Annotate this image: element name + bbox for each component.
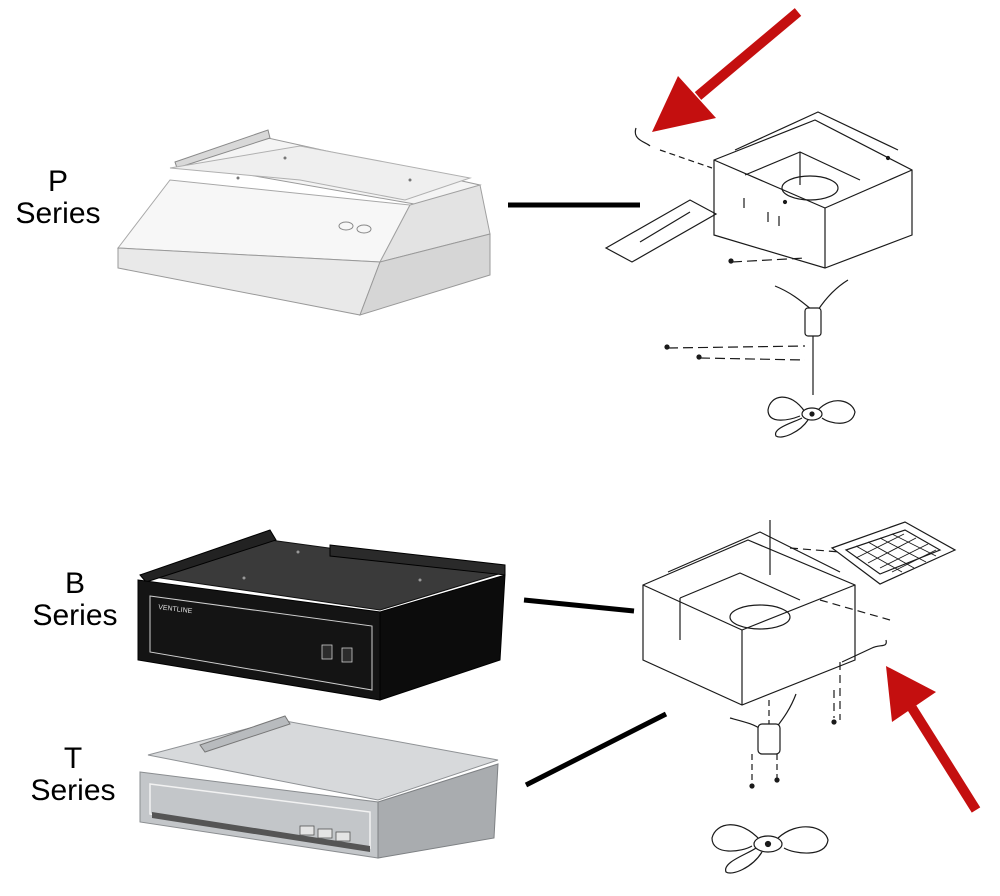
t-series-letter: T: [63, 742, 83, 775]
p-series-letter: P: [47, 165, 68, 198]
bt-damper-pointer-arrow: [886, 666, 981, 813]
t-series-hood: [139, 715, 499, 859]
b-connector-line: [523, 597, 635, 614]
b-series-brand: VENTLINE: [158, 604, 193, 615]
b-series-word: Series: [32, 599, 118, 632]
bt-series-exploded-drawing: [642, 520, 957, 874]
p-series-word: Series: [15, 197, 101, 230]
t-series-label: T Series: [23, 743, 123, 807]
p-series-exploded-drawing: [604, 111, 913, 438]
t-series-word: Series: [30, 774, 116, 807]
p-series-label: P Series: [8, 166, 108, 230]
p-damper-pointer-arrow: [652, 8, 802, 132]
p-series-hood: [117, 129, 491, 316]
b-series-letter: B: [64, 567, 85, 600]
b-series-hood: VENTLINE: [137, 529, 506, 701]
b-series-label: B Series: [25, 568, 125, 632]
t-connector-line: [524, 711, 668, 788]
